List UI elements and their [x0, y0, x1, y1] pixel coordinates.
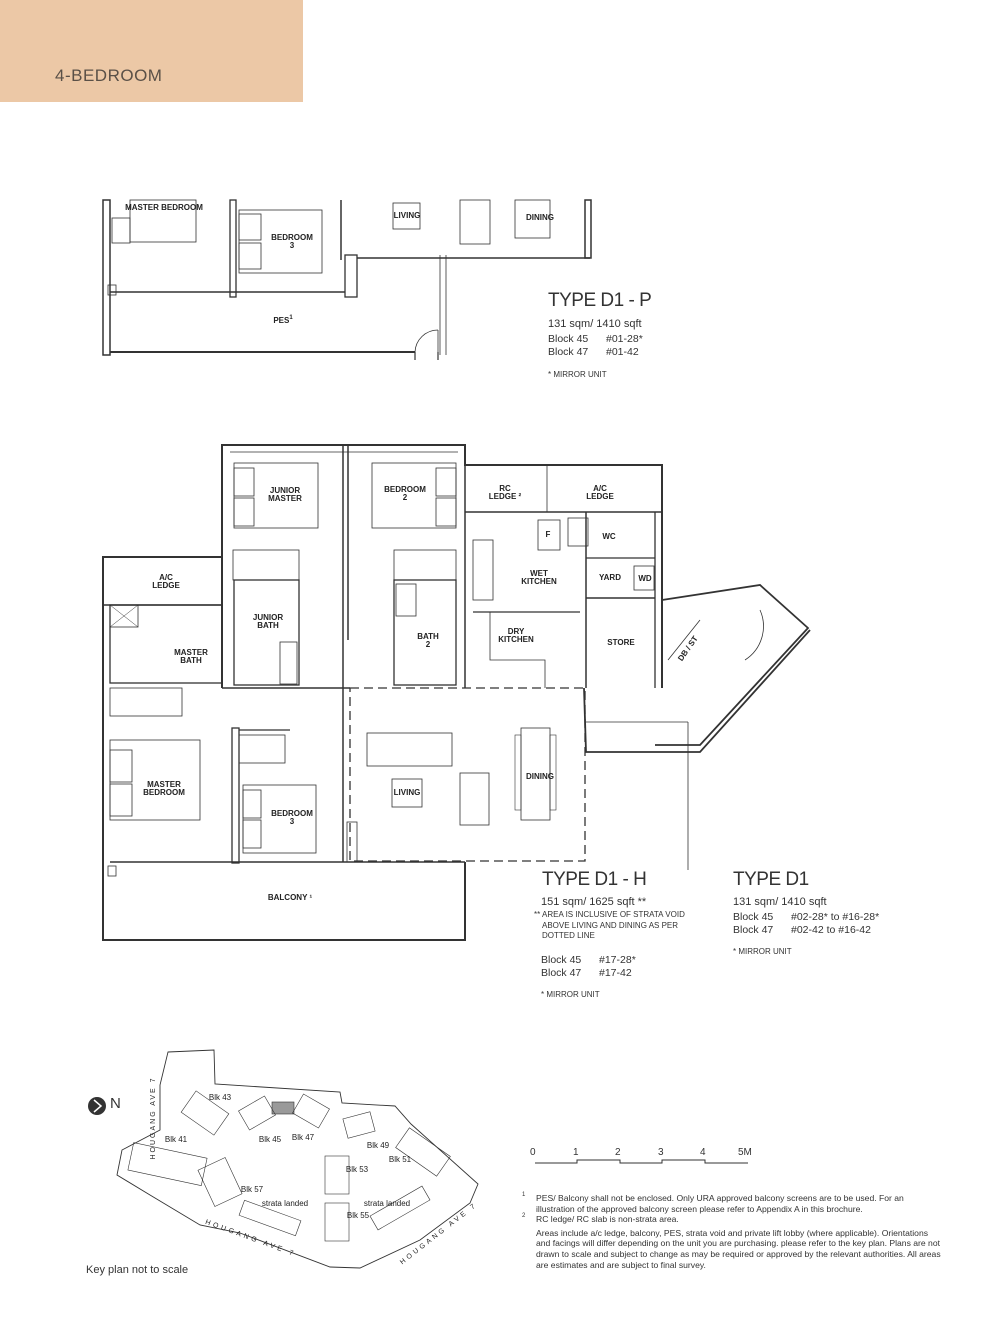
key-plan-block-labels: Blk 43 Blk 45 Blk 47 Blk 49 Blk 41 Blk 5…: [165, 1093, 412, 1220]
scale-bar: [535, 1159, 748, 1164]
room-dining: DINING: [526, 772, 554, 781]
key-plan: [116, 1049, 479, 1269]
room-yard: YARD: [599, 573, 621, 582]
scale-tick: 5M: [738, 1147, 752, 1158]
road-label-east: HOUGANG AVE 7: [399, 1201, 479, 1266]
mirror-note: * MIRROR UNIT: [733, 947, 792, 956]
type-d1-p-blocks: Block 45#01-28* Block 47#01-42: [548, 333, 651, 359]
room-balcony: BALCONY ¹: [268, 893, 313, 902]
type-d1-p-area: 131 sqm/ 1410 sqft: [548, 318, 642, 330]
north-icon: [88, 1097, 106, 1115]
block-row: Block 47#17-42: [541, 966, 632, 979]
block-row: Block 47#01-42: [548, 346, 639, 358]
scale-tick: 1: [573, 1147, 579, 1158]
scale-tick: 3: [658, 1147, 664, 1158]
plan-type-d1: [102, 444, 811, 941]
room-wc: WC: [602, 532, 616, 541]
fridge-label: F: [546, 530, 551, 539]
road-label-south: HOUGANG AVE 7: [204, 1219, 297, 1258]
block-row: Block 45#01-28*: [548, 333, 643, 345]
type-d1-title: TYPE D1: [733, 869, 809, 890]
scale-tick: 2: [615, 1147, 621, 1158]
room-living-p: LIVING: [394, 211, 421, 220]
block-label: Blk 57: [241, 1185, 264, 1194]
type-d1-h-blocks: Block 45#17-28* Block 47#17-42: [541, 954, 704, 980]
section-title: 4-BEDROOM: [55, 66, 163, 85]
room-master-bedroom-p: MASTER BEDROOM: [125, 203, 203, 212]
block-label: Blk 45: [259, 1135, 282, 1144]
section-header: 4-BEDROOM: [0, 0, 303, 102]
scale-tick: 4: [700, 1147, 706, 1158]
block-label: Blk 49: [367, 1141, 390, 1150]
type-d1-h-info: TYPE D1 - H 151 sqm/ 1625 sqft ** ** ARE…: [534, 869, 704, 1000]
type-d1-p-info: TYPE D1 - P 131 sqm/ 1410 sqft Block 45#…: [548, 290, 652, 381]
block-label: Blk 43: [209, 1093, 232, 1102]
room-pes: PES1: [273, 315, 293, 325]
plan-type-d1-p: [102, 199, 592, 360]
general-disclaimer: Areas include a/c ledge, balcony, PES, s…: [536, 1227, 941, 1270]
type-d1-info: TYPE D1 131 sqm/ 1410 sqft Block 45#02-2…: [733, 869, 879, 958]
mirror-note: * MIRROR UNIT: [548, 370, 607, 379]
block-label: Blk 55: [347, 1211, 370, 1220]
room-dining-p: DINING: [526, 213, 554, 222]
block-row: Block 47#02-42 to #16-42: [733, 924, 871, 936]
type-d1-blocks: Block 45#02-28* to #16-28* Block 47#02-4…: [733, 911, 879, 937]
block-label: Blk 47: [292, 1133, 315, 1142]
strata-landed-label: strata landed: [364, 1199, 410, 1208]
block-label: Blk 53: [346, 1165, 369, 1174]
strata-landed-label: strata landed: [262, 1199, 308, 1208]
block-label: Blk 51: [389, 1155, 412, 1164]
room-living: LIVING: [394, 788, 421, 797]
type-d1-p-title: TYPE D1 - P: [548, 290, 652, 311]
road-label-west: HOUGANG AVE 7: [150, 1076, 157, 1159]
type-d1-h-area: 151 sqm/ 1625 sqft **: [541, 896, 647, 908]
type-d1-area: 131 sqm/ 1410 sqft: [733, 896, 827, 908]
type-d1-h-title: TYPE D1 - H: [542, 869, 647, 890]
north-label: N: [110, 1095, 121, 1112]
scale-tick: 0: [530, 1147, 536, 1158]
room-store: STORE: [607, 638, 635, 647]
block-row: Block 45#02-28* to #16-28*: [733, 911, 880, 923]
room-db-st: DB / ST: [676, 634, 700, 663]
washer-dryer-label: WD: [638, 574, 652, 583]
key-plan-caption: Key plan not to scale: [86, 1264, 189, 1276]
block-row: Block 45#17-28*: [541, 953, 636, 966]
block-label: Blk 41: [165, 1135, 188, 1144]
mirror-note: * MIRROR UNIT: [541, 989, 600, 999]
